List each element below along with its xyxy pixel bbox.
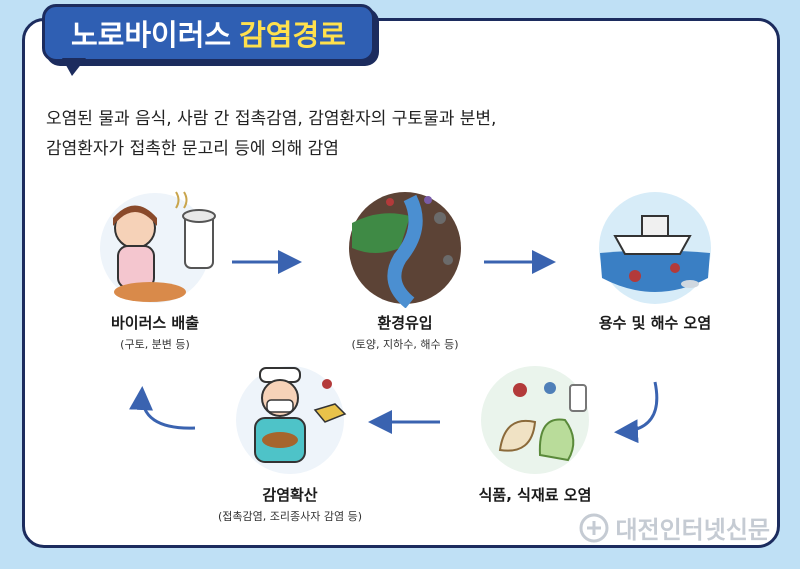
description-line-1: 오염된 물과 음식, 사람 간 접촉감염, 감염환자의 구토물과 분변, [46,109,497,129]
title-main: 노로바이러스 [71,18,232,52]
environment-illustration [330,188,480,309]
watermark-logo-icon [579,513,609,542]
step-infection-spread: 감염확산 (접촉감염, 조리종사자 감염 등) [190,360,390,524]
watermark-text: 대전인터넷신문 [615,516,770,544]
step-label: 용수 및 해수 오염 [598,314,712,332]
title-badge-tail [62,58,86,76]
step-water-contamination: 용수 및 해수 오염 [570,188,740,333]
arrow-step3-to-step4 [614,381,659,444]
step-label: 감염확산 [262,486,318,504]
watermark: 대전인터넷신문 [579,510,770,545]
step-virus-shedding: 바이러스 배출 (구토, 분변 등) [70,188,240,352]
sea-illustration [580,188,730,308]
description: 오염된 물과 음식, 사람 간 접촉감염, 감염환자의 구토물과 분변, 감염환… [46,104,686,164]
step-label: 바이러스 배출 [110,314,200,332]
title-highlight: 감염경로 [239,18,346,52]
step-food-contamination: 식품, 식재료 오염 [440,360,630,505]
food-illustration [460,360,610,480]
step-sublabel: (토양, 지하수, 해수 등) [351,338,459,351]
step-sublabel: (접촉감염, 조리종사자 감염 등) [217,510,362,523]
description-line-2: 감염환자가 접촉한 문고리 등에 의해 감염 [46,139,339,159]
step-label: 식품, 식재료 오염 [478,486,592,504]
step-label: 환경유입 [377,314,433,332]
step-environment-inflow: 환경유입 (토양, 지하수, 해수 등) [320,188,490,352]
title-badge: 노로바이러스 감염경로 [42,4,375,62]
sick-person-illustration [80,188,230,308]
arrow-step5-to-step1 [129,386,196,430]
step-sublabel: (구토, 분변 등) [120,338,190,351]
food-worker-illustration [215,360,365,480]
